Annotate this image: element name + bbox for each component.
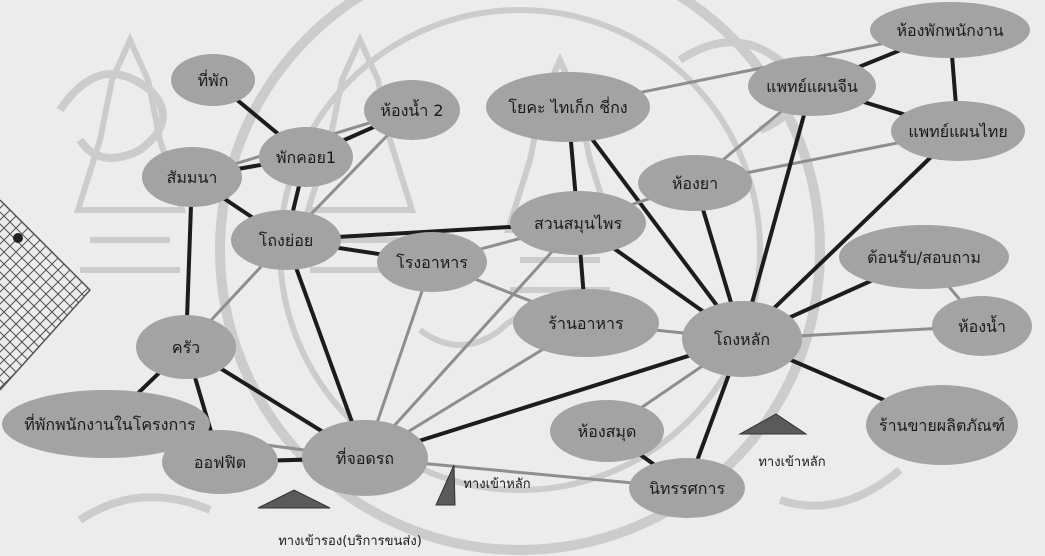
entrance-label: ทางเข้าหลัก xyxy=(758,455,825,470)
node-reception: ต้อนรับ/สอบถาม xyxy=(839,225,1009,289)
node-bubble xyxy=(486,72,650,142)
node-bubble xyxy=(136,315,236,379)
node-bubble xyxy=(629,458,745,518)
entrance-label: ทางเข้าหลัก xyxy=(463,477,530,492)
node-restaurant: ร้านอาหาร xyxy=(513,289,659,357)
node-label: โถงหลัก xyxy=(714,330,770,349)
node-label: ห้องยา xyxy=(672,174,718,193)
node-pharmacy: ห้องยา xyxy=(638,155,752,211)
node-rongyoi: โถงย่อย xyxy=(231,210,341,270)
node-thai_doc: แพทย์แผนไทย xyxy=(891,101,1025,161)
node-label: สวนสมุนไพร xyxy=(534,214,623,234)
node-bubble xyxy=(171,54,255,106)
node-label: แพทย์แผนจีน xyxy=(766,77,858,96)
node-chinese_doc: แพทย์แผนจีน xyxy=(748,56,876,116)
edge-main_hall-parking xyxy=(363,337,744,460)
node-shop: ร้านขายผลิตภัณฑ์ xyxy=(866,385,1018,465)
node-label: ต้อนรับ/สอบถาม xyxy=(867,248,981,267)
node-toilet: ห้องน้ำ xyxy=(932,296,1032,356)
node-bubble xyxy=(302,420,428,496)
edge-garden-parking xyxy=(363,221,580,460)
node-label: ที่พัก xyxy=(198,69,229,90)
entrance-triangle-icon xyxy=(257,489,331,509)
node-label: ห้องพักพนักงาน xyxy=(896,21,1003,40)
node-label: สัมมนา xyxy=(167,168,218,187)
node-bubble xyxy=(162,430,278,494)
grid-dot-marker xyxy=(13,233,23,243)
node-label: ห้องน้ำ xyxy=(958,315,1006,336)
node-library: ห้องสมุด xyxy=(550,400,664,462)
node-main_hall: โถงหลัก xyxy=(682,301,802,377)
edge-yoga-main_hall xyxy=(566,105,744,341)
node-rongahan: โรงอาหาร xyxy=(377,232,487,292)
node-label: ห้องน้ำ 2 xyxy=(380,99,443,120)
node-bubble xyxy=(231,210,341,270)
node-label: นิทรรศการ xyxy=(649,479,726,498)
node-label: ออฟฟิต xyxy=(194,453,246,472)
edge-thai_doc-main_hall xyxy=(740,129,960,341)
node-bubble xyxy=(932,296,1032,356)
node-phakkhoi1: พักคอย1 xyxy=(259,127,353,187)
node-hongnam2: ห้องน้ำ 2 xyxy=(364,80,460,140)
node-bubble xyxy=(550,400,664,462)
node-label: แพทย์แผนไทย xyxy=(908,122,1007,141)
node-parking: ที่จอดรถ xyxy=(302,420,428,496)
node-yoga: โยคะ ไทเก็ก ชี่กง xyxy=(486,72,650,142)
edge-chinese_doc-main_hall xyxy=(740,84,814,341)
node-bubble xyxy=(839,225,1009,289)
node-bubble xyxy=(2,390,210,458)
node-bubble xyxy=(513,289,659,357)
entrance-secondary: ทางเข้ารอง(บริการขนส่ง) xyxy=(257,489,422,549)
node-staff_rest: ห้องพักพนักงาน xyxy=(870,2,1030,58)
entrance-label: ทางเข้ารอง(บริการขนส่ง) xyxy=(278,534,422,549)
node-bubble xyxy=(142,147,242,207)
node-thiphak: ที่พัก xyxy=(171,54,255,106)
node-label: ที่พักพนักงานในโครงการ xyxy=(24,413,196,434)
node-bubble xyxy=(259,127,353,187)
node-garden: สวนสมุนไพร xyxy=(510,191,646,255)
node-bubble xyxy=(866,385,1018,465)
node-label: ครัว xyxy=(172,338,200,357)
node-label: ที่จอดรถ xyxy=(336,447,394,468)
node-bubble xyxy=(748,56,876,116)
node-label: ร้านขายผลิตภัณฑ์ xyxy=(879,416,1005,435)
entrance-main_a: ทางเข้าหลัก xyxy=(435,464,531,506)
node-label: ห้องสมุด xyxy=(578,422,637,442)
node-label: โยคะ ไทเก็ก ชี่กง xyxy=(508,96,627,117)
node-bubble xyxy=(682,301,802,377)
node-office: ออฟฟิต xyxy=(162,430,278,494)
node-exhibition: นิทรรศการ xyxy=(629,458,745,518)
node-bubble xyxy=(377,232,487,292)
node-sammana: สัมมนา xyxy=(142,147,242,207)
node-label: ร้านอาหาร xyxy=(548,314,624,333)
entrance-triangle-icon xyxy=(435,464,456,506)
node-label: โรงอาหาร xyxy=(396,253,468,272)
node-label: พักคอย1 xyxy=(276,148,336,167)
entrance-main_b: ทางเข้าหลัก xyxy=(738,413,826,470)
node-thiphak_phanakngan: ที่พักพนักงานในโครงการ xyxy=(2,390,210,458)
node-bubble xyxy=(510,191,646,255)
node-krua: ครัว xyxy=(136,315,236,379)
node-bubble xyxy=(364,80,460,140)
node-bubble xyxy=(891,101,1025,161)
entrance-triangle-icon xyxy=(738,413,808,435)
node-bubble xyxy=(870,2,1030,58)
node-label: โถงย่อย xyxy=(259,231,313,250)
node-bubble xyxy=(638,155,752,211)
